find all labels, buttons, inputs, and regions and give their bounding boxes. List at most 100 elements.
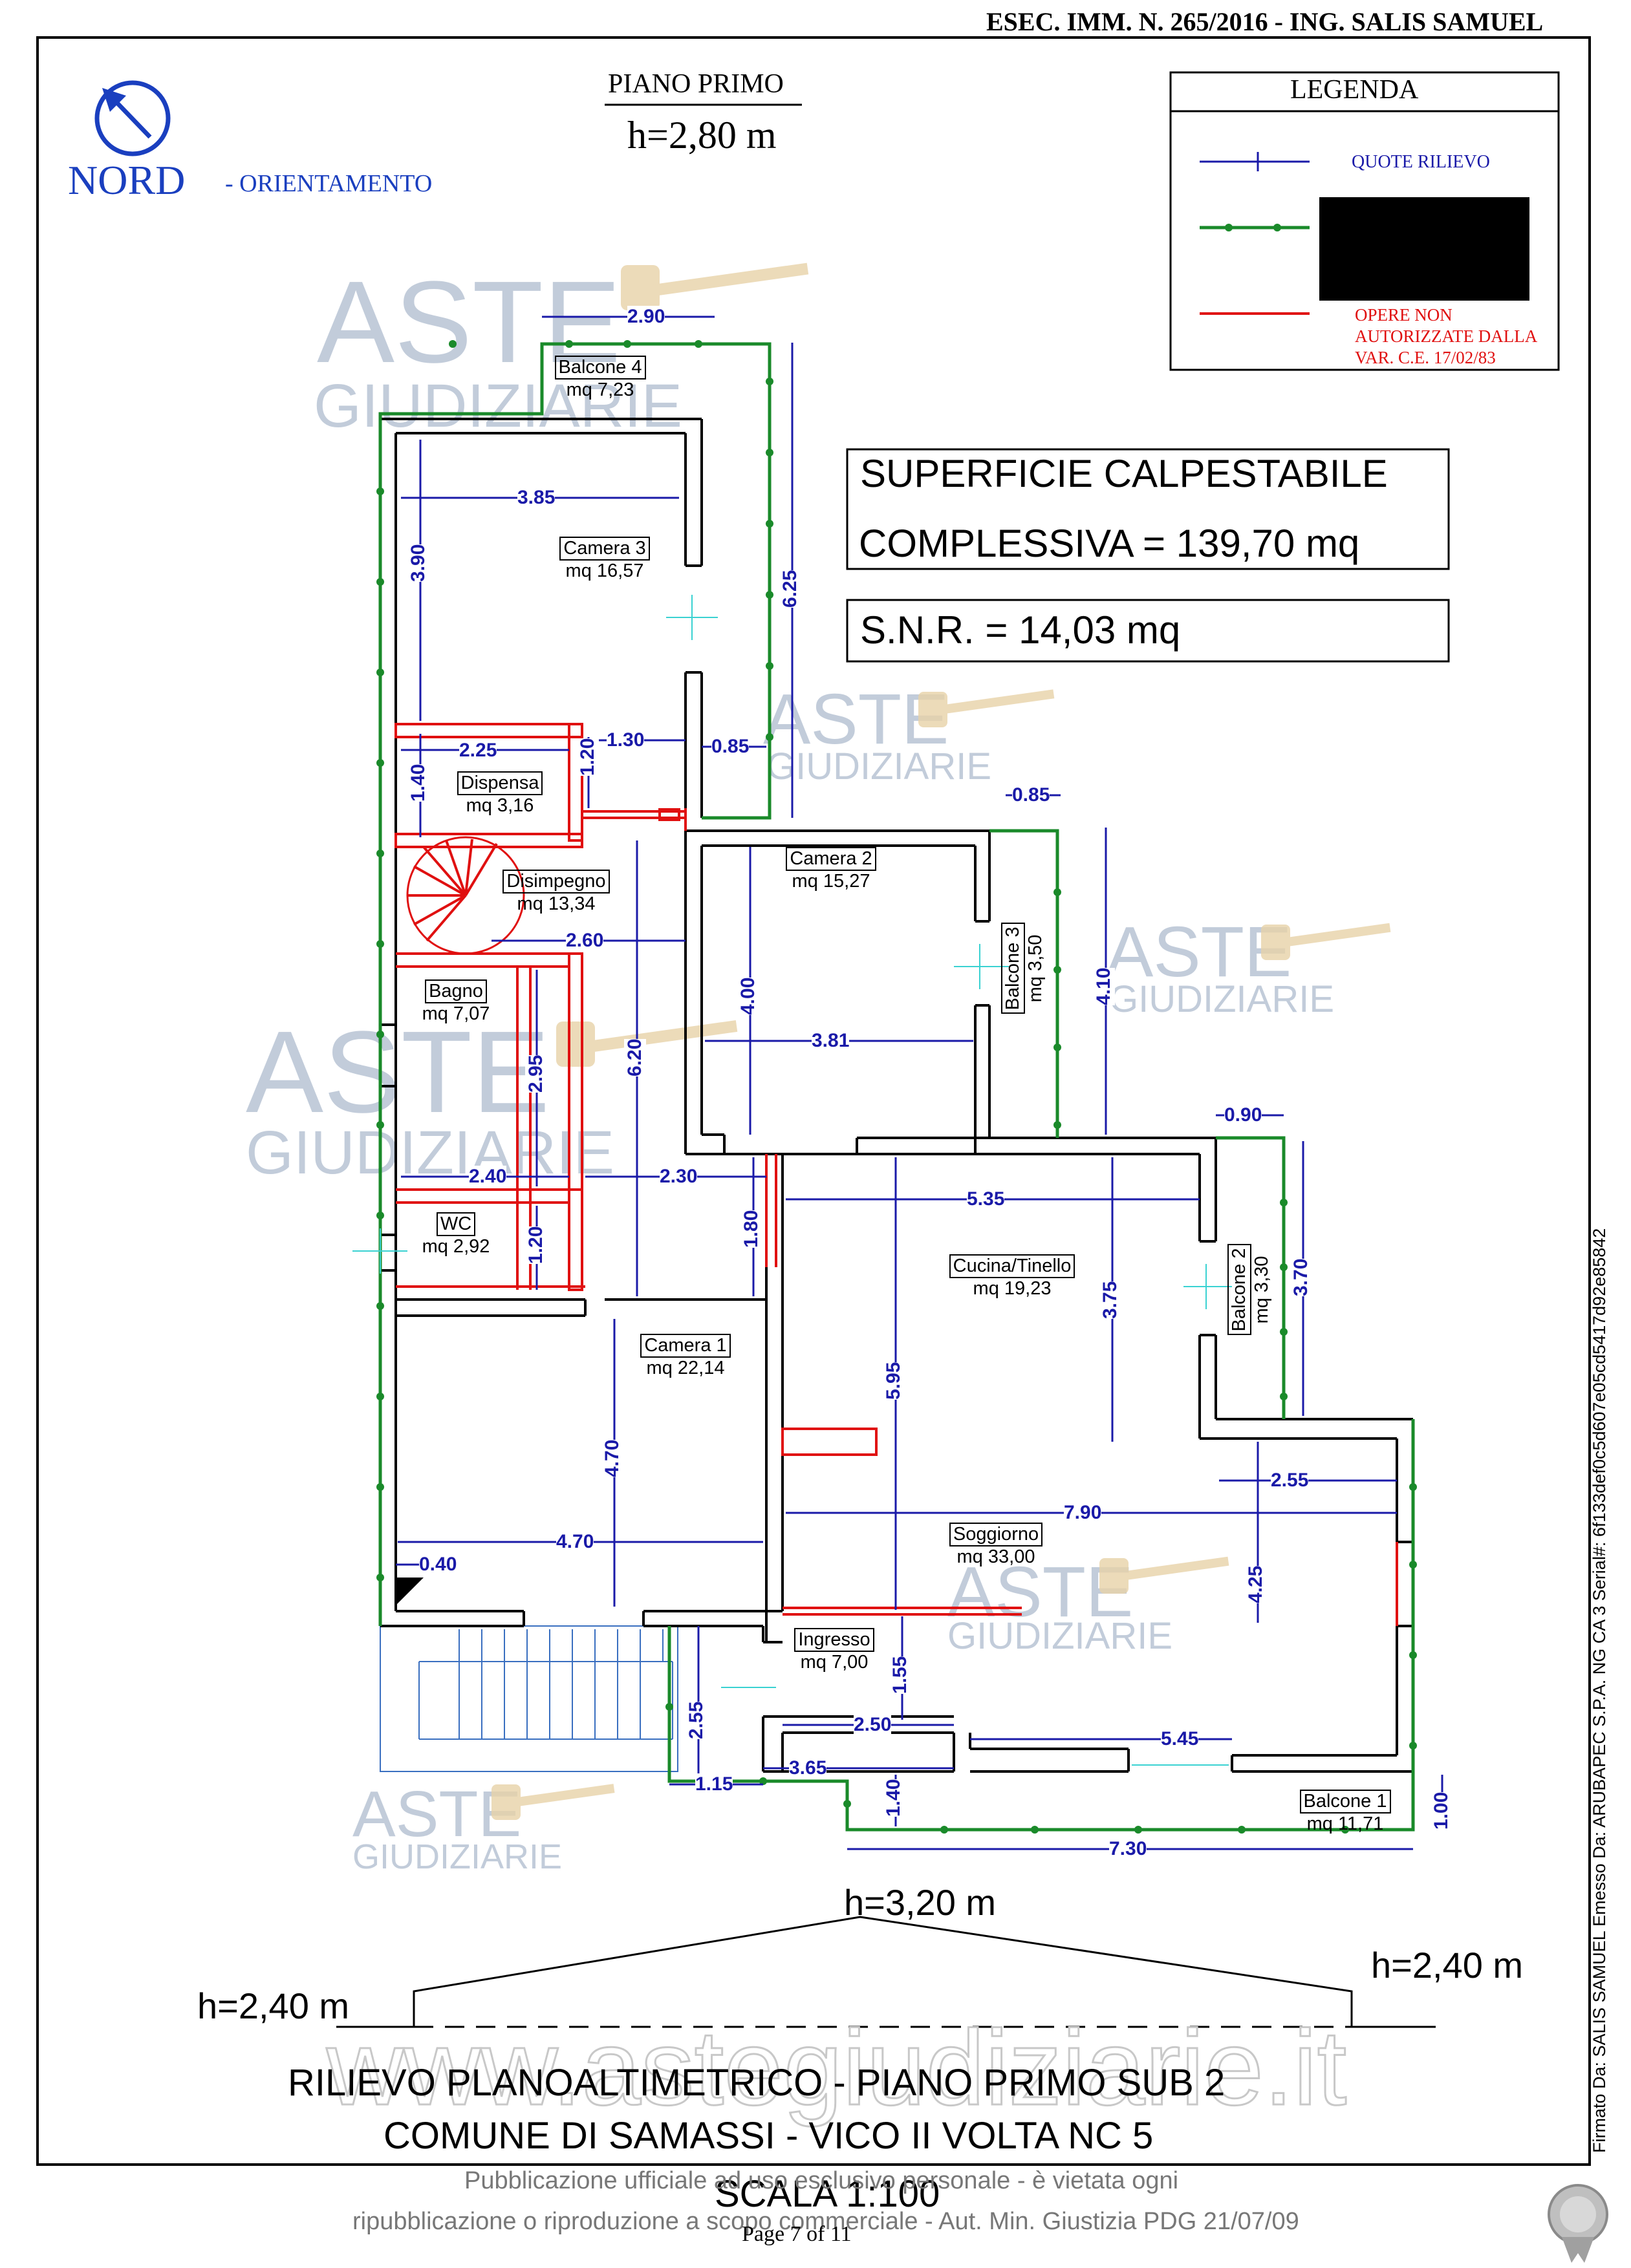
dim-label: 3.90	[407, 544, 429, 582]
room-label-balcone-2: Balcone 2 mq 3,30	[1227, 1238, 1273, 1342]
summary-line2: COMPLESSIVA = 139,70 mq	[859, 522, 1360, 565]
room-label-ingresso: Ingresso mq 7,00	[783, 1628, 886, 1673]
room-label-camera-1: Camera 1 mq 22,14	[631, 1334, 740, 1379]
page-number: Page 7 of 11	[742, 2222, 852, 2246]
dim-label: 5.45	[1161, 1728, 1199, 1750]
header-top-right: ESEC. IMM. N. 265/2016 - ING. SALIS SAMU…	[986, 7, 1544, 36]
section-center-height: h=3,20 m	[844, 1882, 997, 1923]
room-label-wc: WC mq 2,92	[422, 1212, 490, 1257]
room-label-camera-2: Camera 2 mq 15,27	[776, 847, 886, 892]
dim-label: 1.00	[1431, 1792, 1453, 1830]
dim-label: 0.85	[1012, 784, 1050, 806]
legend-unauth-2: AUTORIZZATE DALLA	[1355, 326, 1538, 346]
unauthorized-works	[394, 723, 1414, 1626]
dim-label: 5.35	[967, 1188, 1005, 1210]
room-label-bagno: Bagno mq 7,07	[422, 979, 490, 1024]
dim-label: 1.80	[740, 1210, 762, 1248]
dim-label: 3.85	[517, 487, 556, 509]
aste-logo-top: ASTE	[1106, 912, 1291, 992]
dim-label: 2.40	[469, 1166, 507, 1188]
dim-label: 7.90	[1064, 1502, 1102, 1524]
dim-label: 3.70	[1290, 1258, 1312, 1296]
dim-label: 1.40	[407, 764, 429, 802]
legend-unauth-1: OPERE NON	[1355, 305, 1453, 325]
room-label-disimpegno: Disimpegno mq 13,34	[495, 870, 618, 915]
north-arrow-icon	[94, 80, 171, 156]
page-frame	[36, 36, 1591, 2166]
dim-label: 3.65	[789, 1757, 827, 1779]
dim-label: 0.40	[419, 1554, 457, 1576]
dim-label: 4.70	[601, 1439, 623, 1477]
room-label-cucina: Cucina/Tinello mq 19,23	[938, 1254, 1086, 1300]
dim-label: 2.30	[660, 1166, 698, 1188]
section-left-height: h=2,40 m	[197, 1985, 350, 2026]
dim-label: 5.95	[883, 1362, 905, 1400]
aste-logo-bottom: GIUDIZIARIE	[947, 1615, 1172, 1657]
dim-label: 3.81	[812, 1030, 850, 1052]
legend-box	[1169, 71, 1560, 371]
summary-box	[846, 448, 1450, 570]
north-label: NORD	[68, 157, 186, 203]
room-label-balcone-3: Balcone 3 mq 3,50	[1001, 917, 1046, 1020]
aste-logo-top: ASTE	[763, 679, 949, 759]
dim-label: 1.15	[695, 1773, 733, 1795]
side-signature: Firmato Da: SALIS SAMUEL Emesso Da: ARUB…	[1590, 1228, 1609, 2153]
dim-label: 1.30	[607, 729, 645, 751]
legend-survey-dims: QUOTE RILIEVO	[1352, 152, 1490, 172]
section-profile	[336, 1916, 1436, 2028]
dim-label: 2.25	[459, 740, 497, 762]
dim-label: 4.10	[1093, 967, 1115, 1005]
dim-label: 2.55	[686, 1701, 707, 1739]
dim-label: 1.20	[525, 1226, 547, 1264]
drawing-title-line1: RILIEVO PLANOALTIMETRICO - PIANO PRIMO S…	[288, 2062, 1226, 2104]
summary-line1: SUPERFICIE CALPESTABILE	[860, 452, 1388, 495]
dim-label: 1.55	[889, 1656, 911, 1694]
floor-name: PIANO PRIMO	[608, 69, 784, 99]
footer-notice-1: Pubblicazione ufficiale ad uso esclusivo…	[464, 2167, 1179, 2194]
north-suffix: - ORIENTAMENTO	[225, 170, 433, 197]
snr-value: S.N.R. = 14,03 mq	[860, 608, 1181, 652]
window-marks	[352, 595, 1232, 1766]
aste-logo-bottom: GIUDIZIARIE	[766, 745, 991, 787]
aste-logo-top: ASTE	[317, 257, 621, 387]
dim-label: 3.75	[1099, 1281, 1121, 1319]
aste-logo-bottom: GIUDIZIARIE	[314, 372, 682, 440]
room-label-camera-3: Camera 3 mq 16,57	[550, 537, 660, 582]
floor-height: h=2,80 m	[627, 114, 777, 156]
aste-logo-top: ASTE	[246, 1007, 550, 1137]
dim-label: 7.30	[1109, 1838, 1147, 1860]
dim-label: 1.20	[577, 738, 599, 776]
dim-label: 2.90	[627, 306, 665, 328]
dim-label: 6.25	[779, 570, 801, 608]
seal-icon	[1548, 2184, 1608, 2263]
aste-logo-bottom: GIUDIZIARIE	[352, 1837, 562, 1876]
room-label-balcone-4: Balcone 4 mq 7,23	[548, 356, 652, 401]
room-label-balcone-1: Balcone 1 mq 11,71	[1290, 1790, 1400, 1835]
footer-notice-2: ripubblicazione o riproduzione a scopo c…	[352, 2208, 1299, 2235]
legend-unauth-3: VAR. C.E. 17/02/83	[1355, 348, 1496, 367]
room-label-dispensa: Dispensa mq 3,16	[448, 771, 552, 817]
section-right-height: h=2,40 m	[1371, 1945, 1524, 1985]
dim-label: 6.20	[624, 1038, 646, 1076]
drawing-title-line2: COMUNE DI SAMASSI - VICO II VOLTA NC 5	[383, 2115, 1154, 2157]
dim-label: 2.95	[525, 1054, 547, 1093]
gavel-watermarks	[491, 262, 1391, 1820]
dim-label: 2.60	[566, 930, 604, 952]
dim-label: 1.40	[883, 1779, 905, 1817]
dim-label: 4.25	[1245, 1565, 1267, 1603]
legend-title: LEGENDA	[1290, 75, 1419, 105]
aste-logo-bottom: GIUDIZIARIE	[246, 1118, 614, 1187]
room-label-soggiorno: Soggiorno mq 33,00	[941, 1523, 1051, 1568]
dim-label: 0.85	[711, 736, 750, 758]
dim-label: 2.50	[854, 1714, 892, 1736]
dim-label: 4.70	[556, 1531, 594, 1553]
aste-logo-bottom: GIUDIZIARIE	[1109, 978, 1334, 1020]
external-staircase	[380, 1625, 678, 1772]
balcony-nodes	[376, 340, 1417, 1834]
dim-label: 0.90	[1224, 1104, 1262, 1126]
site-watermark: www.astegiudiziarie.it	[326, 2008, 1346, 2127]
drawing-scale: SCALA 1:100	[715, 2173, 940, 2215]
dim-label: 4.00	[737, 977, 759, 1015]
dim-label: 2.55	[1271, 1470, 1309, 1492]
